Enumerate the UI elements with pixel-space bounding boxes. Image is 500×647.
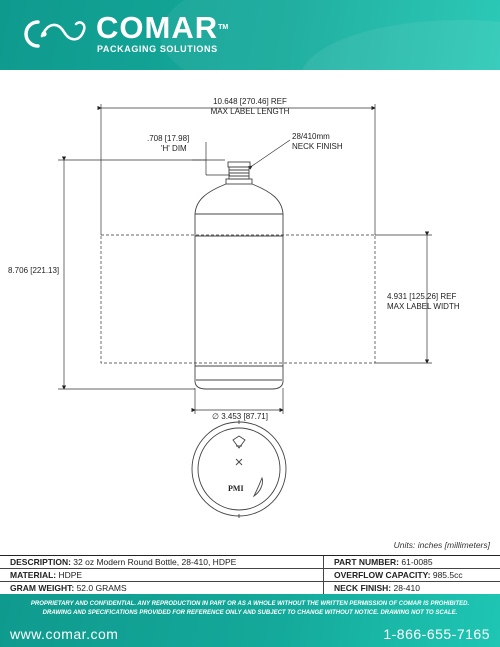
table-row: GRAM WEIGHT: 52.0 GRAMS NECK FINISH: 28-… — [0, 582, 500, 594]
neck-finish-label: 28/410mm NECK FINISH — [292, 132, 343, 152]
header-banner: COMARTM PACKAGING SOLUTIONS — [0, 0, 500, 70]
table-row: DESCRIPTION: 32 oz Modern Round Bottle, … — [0, 556, 500, 569]
table-row: MATERIAL: HDPE OVERFLOW CAPACITY: 985.5c… — [0, 569, 500, 582]
footer-banner: PROPRIETARY AND CONFIDENTIAL. ANY REPROD… — [0, 594, 500, 647]
header-wave-decoration — [160, 0, 500, 70]
spec-table: DESCRIPTION: 32 oz Modern Round Bottle, … — [0, 555, 500, 595]
neck-finish-caption: NECK FINISH — [292, 142, 343, 151]
phone-number[interactable]: 1-866-655-7165 — [383, 626, 490, 642]
bottom-view — [191, 420, 287, 518]
h-dim-caption: 'H' DIM — [161, 144, 187, 153]
h-dim-label: .708 [17.98] 'H' DIM — [147, 134, 189, 154]
description-cell: DESCRIPTION: 32 oz Modern Round Bottle, … — [0, 556, 324, 568]
disclaimer-line: PROPRIETARY AND CONFIDENTIAL. ANY REPROD… — [30, 601, 470, 607]
material-cell: MATERIAL: HDPE — [0, 569, 324, 581]
technical-drawing: 10.648 [270.46] REF MAX LABEL LENGTH .70… — [0, 70, 500, 540]
bottle-outline — [194, 161, 284, 390]
height-dimension: 8.706 [221.13] — [8, 266, 60, 275]
neck-finish-value: 28/410mm — [292, 132, 330, 141]
label-width-dimension: 4.931 [125.26] REF MAX LABEL WIDTH — [387, 292, 460, 312]
gram-weight-cell: GRAM WEIGHT: 52.0 GRAMS — [0, 582, 324, 594]
neck-finish-cell: NECK FINISH: 28-410 — [334, 583, 420, 593]
bottle-drawing-svg — [58, 104, 432, 518]
part-number-cell: PART NUMBER: 61-0085 — [334, 557, 433, 567]
pmi-mark: PMI — [228, 484, 244, 493]
h-dim-value: .708 [17.98] — [147, 134, 190, 143]
trademark-mark: TM — [218, 24, 229, 31]
disclaimer-line: DRAWING AND SPECIFICATIONS PROVIDED FOR … — [42, 610, 458, 616]
website-link[interactable]: www.comar.com — [10, 626, 119, 642]
label-width-value: 4.931 [125.26] REF — [387, 292, 457, 301]
units-note: Units: inches [millimeters] — [393, 540, 490, 550]
comar-logo-icon — [24, 20, 86, 48]
label-length-value: 10.648 [270.46] REF — [213, 97, 287, 106]
label-area-outline — [100, 234, 376, 364]
overflow-capacity-cell: OVERFLOW CAPACITY: 985.5cc — [334, 570, 463, 580]
brand-tagline: PACKAGING SOLUTIONS — [97, 44, 218, 54]
confidentiality-disclaimer: PROPRIETARY AND CONFIDENTIAL. ANY REPROD… — [0, 600, 500, 618]
brand-name: COMARTM — [96, 10, 229, 45]
label-length-caption: MAX LABEL LENGTH — [210, 107, 290, 116]
diameter-dimension: ∅ 3.453 [87.71] — [212, 412, 268, 421]
label-width-caption: MAX LABEL WIDTH — [387, 302, 460, 311]
neck-finish-leader — [247, 139, 291, 170]
label-length-dimension: 10.648 [270.46] REF MAX LABEL LENGTH — [0, 97, 500, 117]
